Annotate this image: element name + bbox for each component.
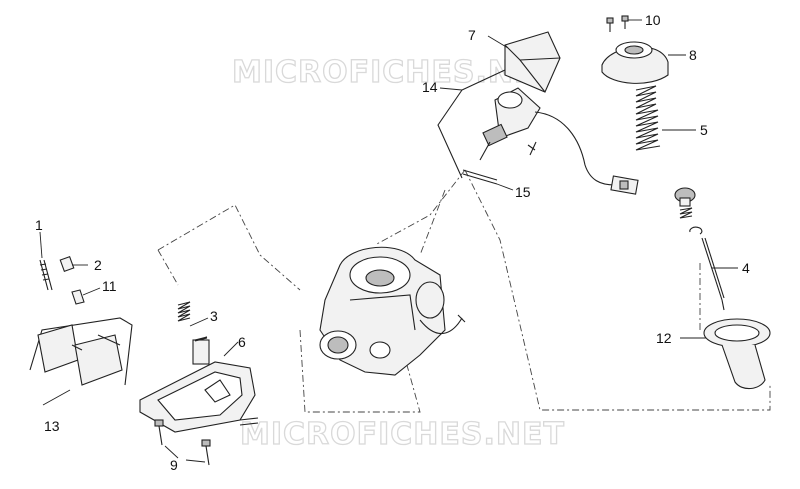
callout-12: 12 [656,330,672,346]
callout-15: 15 [515,184,531,200]
part-15-gasket [462,169,498,185]
callout-9: 9 [170,457,178,473]
callout-4: 4 [742,260,750,276]
part-3-spring-valve [177,301,210,365]
callout-7: 7 [468,27,476,43]
part-14-choke-solenoid [479,87,639,195]
part-7-cover [504,31,561,93]
part-14-bracket [437,69,506,179]
part-5-spring [635,85,661,151]
part-small-screw [527,141,537,156]
part-2-jet [59,255,75,273]
callout-5: 5 [700,122,708,138]
part-6-float-bowl [139,361,259,433]
watermark-top: MICROFICHES.NET [232,55,557,90]
callout-14: 14 [422,79,438,95]
callout-8: 8 [689,47,697,63]
callout-3: 3 [210,308,218,324]
part-carburetor-body [319,246,466,376]
part-11-jet [71,289,85,305]
callouts: 1 2 3 4 5 6 7 8 9 10 11 12 13 14 15 [35,12,750,473]
callout-13: 13 [44,418,60,434]
part-13-float [29,317,133,386]
part-9-screws [154,419,211,466]
part-4-needle [701,237,725,311]
part-needle-clip [674,187,703,235]
watermark-bottom: MICROFICHES.NET [240,417,565,452]
part-8-top-cap [601,41,669,84]
callout-2: 2 [94,257,102,273]
part-1-screw [39,259,53,291]
leader-lines [39,19,738,463]
callout-6: 6 [238,334,246,350]
part-12-diaphragm [703,318,771,390]
callout-1: 1 [35,217,43,233]
callout-11: 11 [102,278,117,294]
assembly-outline-lines [157,169,771,413]
callout-10: 10 [645,12,661,28]
part-10-screws [606,15,629,32]
